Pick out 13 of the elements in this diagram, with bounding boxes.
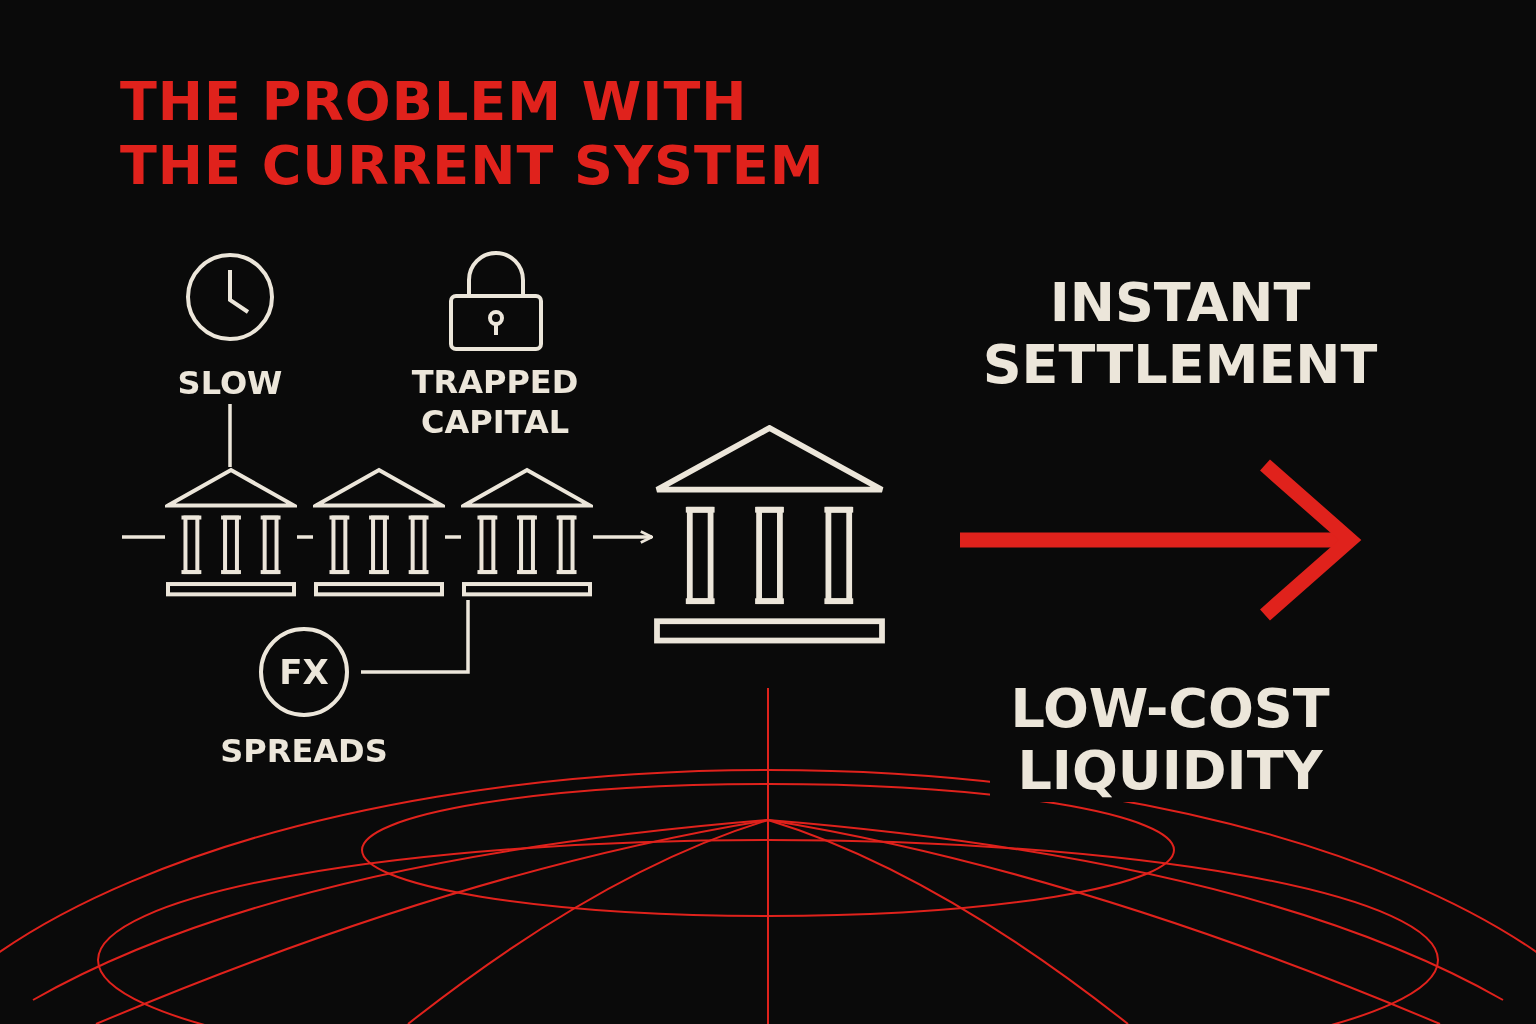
benefit-label: INSTANT SETTLEMENT <box>981 272 1379 396</box>
currency-circle <box>259 627 349 717</box>
connector-line <box>297 535 313 539</box>
problem-label: TRAPPED CAPITAL <box>410 362 580 442</box>
problem-label: SLOW <box>176 363 284 404</box>
connector-line <box>122 535 165 539</box>
connector-line <box>361 600 470 674</box>
circle-label: FX <box>278 653 330 691</box>
connector-line <box>445 535 461 539</box>
problem-label: SPREADS <box>219 731 389 771</box>
arrow <box>593 530 654 544</box>
title: THE PROBLEM WITH THE CURRENT SYSTEM <box>120 70 826 198</box>
connector-line <box>228 404 232 467</box>
